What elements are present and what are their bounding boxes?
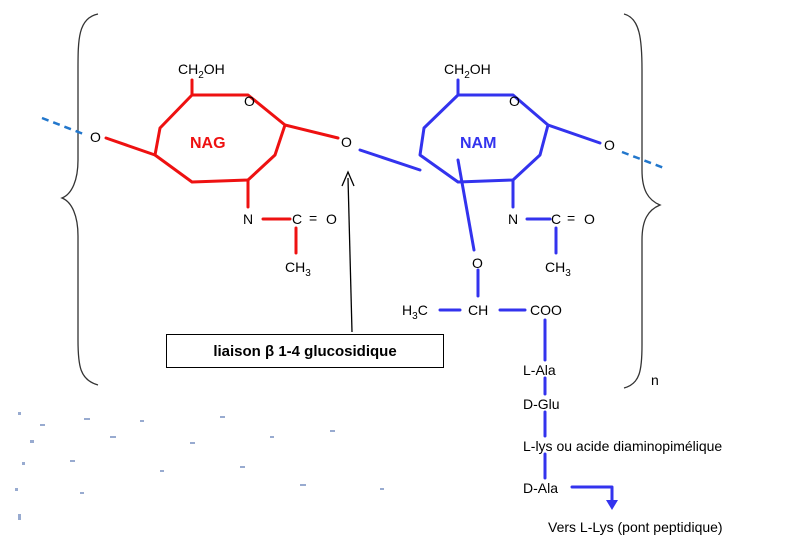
nag-ring-oxygen: O [244, 93, 255, 109]
nag-n: N [243, 211, 253, 227]
nam-n: N [508, 211, 518, 227]
nag-bond-left [104, 136, 157, 157]
nam-ch: CH [468, 302, 488, 318]
nag-ring-label: NAG [190, 135, 226, 152]
left-chain-dash [41, 116, 87, 137]
peptide-d-ala: D-Ala [523, 480, 558, 496]
peptide-l-lys: L-lys ou acide diaminopimélique [523, 438, 722, 454]
right-chain-dash [621, 150, 665, 170]
nam-ch3: CH3 [545, 259, 571, 279]
nag-ch2oh: CH2OH [178, 61, 225, 81]
nag-o: O [326, 211, 337, 227]
nam-bond-right [546, 123, 602, 145]
nam-bond-bridge [358, 148, 422, 172]
crosslink-arrow [570, 485, 614, 505]
right-brace [623, 13, 662, 389]
nag-bond-bridge [283, 123, 340, 140]
nam-o: O [584, 211, 595, 227]
right-oxygen: O [604, 137, 615, 153]
nam-coo: COO [530, 302, 562, 318]
link-arrow-shaft [347, 177, 353, 333]
nam-bond-lactyl [456, 158, 476, 252]
crosslink-label: Vers L-Lys (pont peptidique) [548, 519, 723, 535]
bridge-oxygen: O [341, 134, 352, 150]
nam-c: C [551, 211, 561, 227]
nam-ch2oh: CH2OH [444, 61, 491, 81]
nam-ring-label: NAM [460, 135, 496, 152]
link-arrow-head [341, 170, 355, 187]
nam-eq: = [567, 210, 575, 226]
peptide-l-ala: L-Ala [523, 362, 556, 378]
left-brace [60, 13, 99, 386]
nag-ch3: CH3 [285, 259, 311, 279]
left-oxygen: O [90, 129, 101, 145]
crosslink-arrowhead [606, 500, 618, 510]
nag-eq: = [309, 210, 317, 226]
glycosidic-bond-label: liaison β 1-4 glucosidique [166, 334, 444, 368]
nam-lactyl-oxygen: O [472, 255, 483, 271]
peptide-d-glu: D-Glu [523, 396, 560, 412]
repeat-index: n [651, 372, 659, 388]
nag-c: C [292, 211, 302, 227]
nam-h3c: H3C [402, 302, 428, 322]
nam-ring-oxygen: O [509, 93, 520, 109]
scan-speckles [15, 412, 384, 520]
